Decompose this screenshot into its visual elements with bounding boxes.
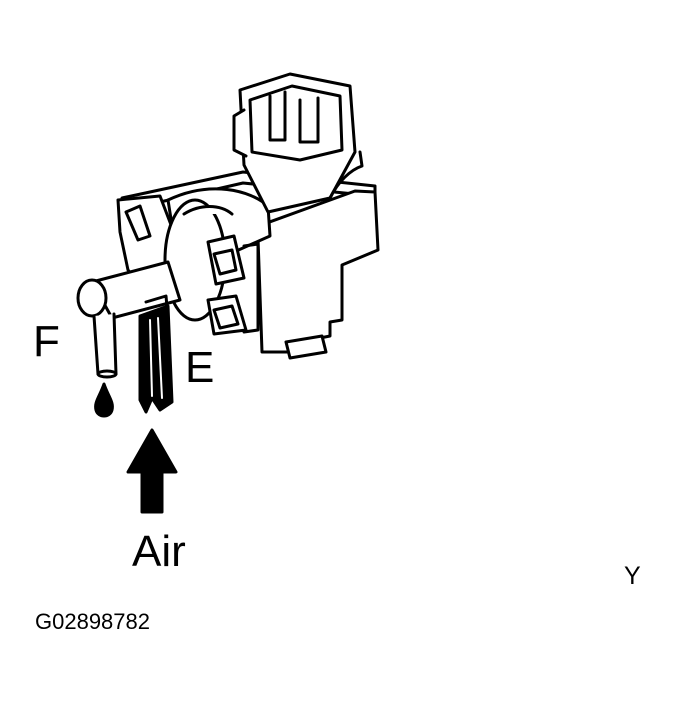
figure-id: G02898782 bbox=[35, 609, 150, 634]
air-label: Air bbox=[132, 527, 186, 576]
coil-cylinder bbox=[163, 187, 272, 322]
air-arrow-icon bbox=[126, 428, 178, 514]
drop-icon bbox=[94, 382, 114, 418]
housing-clips bbox=[206, 234, 260, 336]
electrical-connector bbox=[232, 72, 364, 214]
port-f-label: F bbox=[33, 317, 60, 366]
port-e-label: E bbox=[185, 343, 215, 392]
port-e-hose bbox=[138, 294, 174, 414]
corner-label: Y bbox=[624, 562, 641, 590]
port-f-pipe bbox=[76, 260, 182, 379]
